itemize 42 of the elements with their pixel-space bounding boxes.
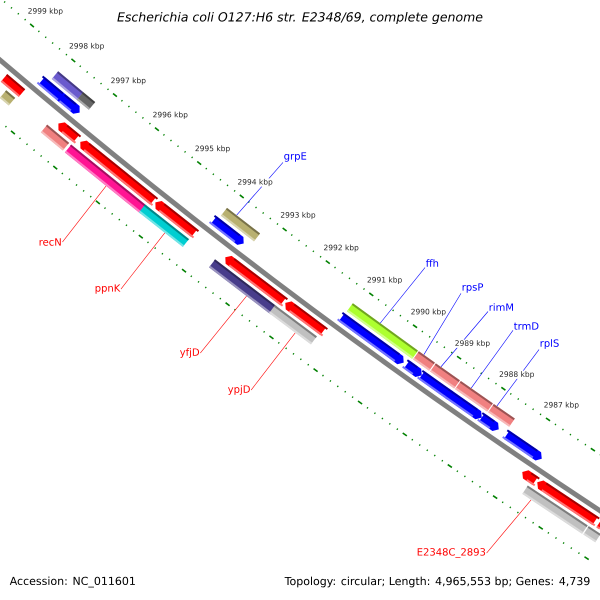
gene-label: ppnK — [96, 284, 121, 294]
gene-label: rpsP — [462, 283, 484, 293]
gene-bar — [0, 74, 26, 97]
gene-block — [58, 122, 82, 144]
gene-label: E2348C_2893 — [418, 548, 486, 558]
gene-bar — [0, 90, 16, 106]
gene-block — [537, 480, 600, 526]
gene-label: trmD — [514, 322, 538, 330]
accession-text: Accession: NC_011601 — [10, 576, 135, 588]
gene-label: grpE — [284, 152, 306, 162]
gene-bar — [596, 519, 600, 530]
gene-block — [477, 412, 499, 432]
gene-block — [58, 94, 80, 114]
leader-line — [424, 293, 462, 355]
gene-label: rimM — [490, 303, 513, 311]
gene-block — [285, 301, 328, 336]
gene-label: ffh — [426, 259, 438, 267]
leader-line — [380, 267, 426, 324]
gene-block — [36, 76, 67, 103]
title: Escherichia coli O127:H6 str. E2348/69, complete genome — [117, 12, 482, 24]
leader-line — [200, 296, 247, 354]
gene-block — [225, 256, 288, 307]
gene-label: yfjD — [180, 348, 200, 358]
gene-label: recN — [40, 238, 61, 246]
gene-block — [80, 140, 158, 206]
leader-line — [120, 232, 166, 290]
gene-label: rplS — [540, 339, 559, 349]
gene-block — [443, 388, 482, 420]
genome-stats-text: Topology: circular; Length: 4,965,553 bp; Genes: 4,739 — [284, 576, 590, 588]
gene-block — [208, 214, 244, 245]
leader-line — [486, 500, 532, 554]
leader-line — [236, 162, 284, 216]
gene-label: ypjD — [228, 385, 250, 395]
leader-line — [250, 332, 296, 390]
gene-block — [155, 201, 200, 238]
leader-line — [496, 349, 540, 406]
gene-block — [502, 430, 542, 460]
gene-bar — [583, 526, 600, 542]
leader-line — [470, 330, 514, 388]
gene-block — [402, 359, 422, 377]
gene-block — [337, 312, 404, 364]
leader-line — [62, 186, 106, 242]
